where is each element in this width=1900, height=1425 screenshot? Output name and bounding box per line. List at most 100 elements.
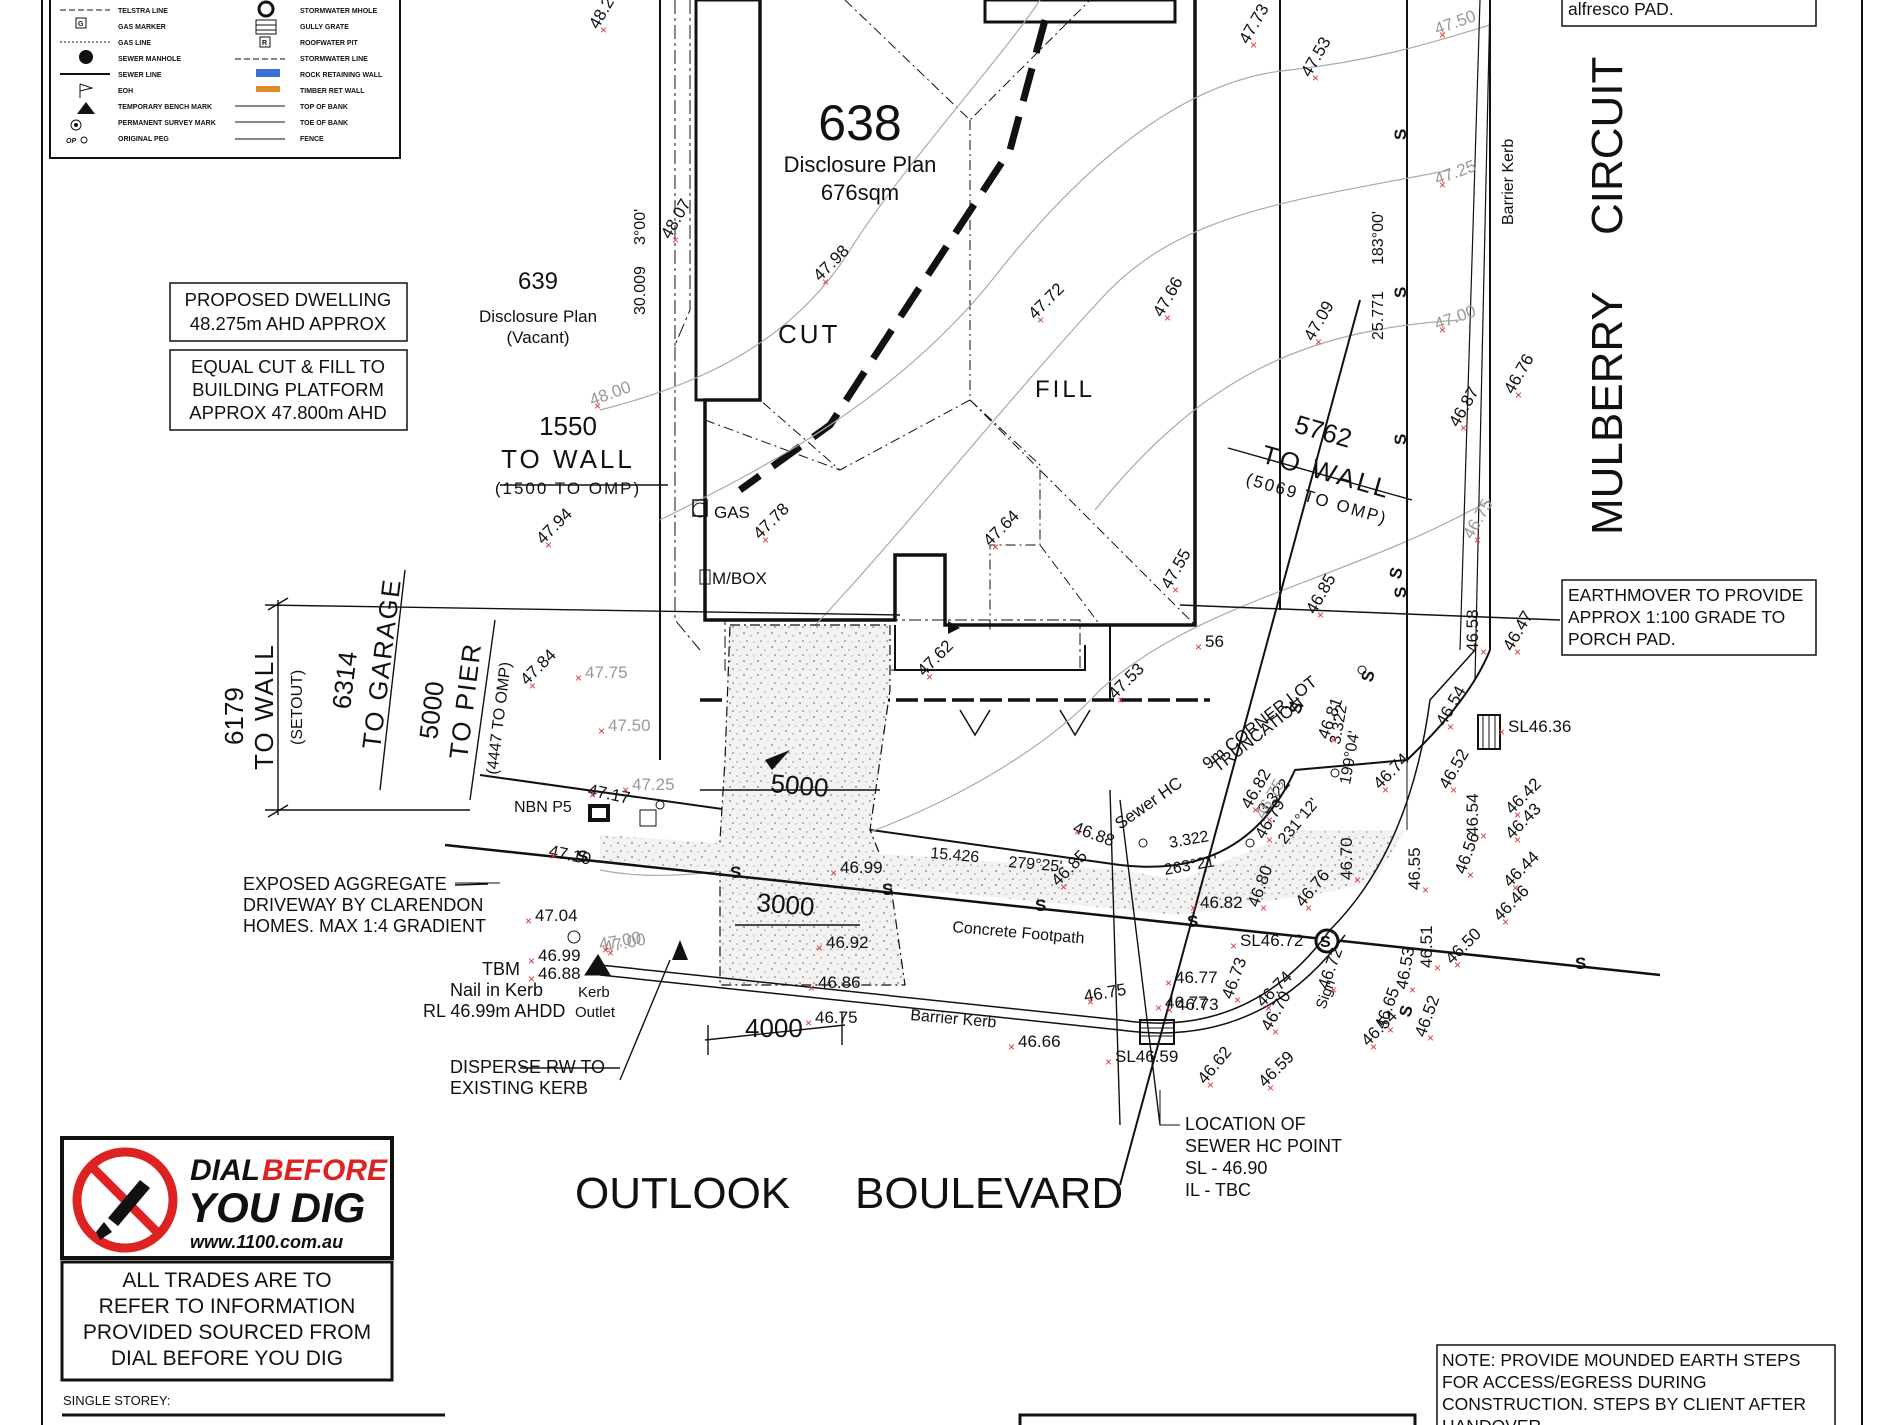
street-mulberry: MULBERRY [1583, 291, 1632, 535]
spot-level: 46.74× [1369, 749, 1413, 797]
svg-text:×: × [528, 954, 535, 968]
svg-text:5000: 5000 [413, 680, 450, 741]
legend-label: FENCE [300, 136, 324, 143]
kerb-outlet-label: Kerb [578, 984, 610, 1001]
svg-text:×: × [1266, 813, 1273, 827]
svg-text:47.75: 47.75 [585, 663, 628, 682]
svg-text:×: × [1074, 825, 1081, 839]
svg-text:47.25: 47.25 [632, 775, 675, 794]
spot-level: 46.88× [1071, 818, 1117, 850]
svg-text:46.75: 46.75 [815, 1008, 858, 1027]
svg-text:1550: 1550 [539, 411, 597, 441]
dimension-lines [264, 447, 1413, 1126]
street-circuit: CIRCUIT [1583, 57, 1632, 235]
svg-text:×: × [1439, 178, 1446, 192]
lot-area-638: 676sqm [821, 180, 899, 205]
spot-level: 46.92× [816, 933, 869, 955]
svg-text:46.66: 46.66 [1018, 1032, 1061, 1051]
svg-text:×: × [672, 233, 679, 247]
sewer-marker: S [1391, 434, 1410, 445]
fill-label: FILL [1035, 376, 1095, 403]
svg-text:48.275m AHD APPROX: 48.275m AHD APPROX [190, 313, 386, 334]
dimension-4000: 4000 [745, 1013, 803, 1043]
svg-text:×: × [1250, 38, 1257, 52]
svg-text:×: × [1387, 1023, 1394, 1037]
svg-text:46.88: 46.88 [538, 964, 581, 983]
svg-text:×: × [1252, 803, 1259, 817]
svg-text:×: × [1166, 1003, 1173, 1017]
spot-level: 48.07× [657, 196, 695, 247]
svg-text:×: × [525, 914, 532, 928]
spot-level: 46.75× [805, 1008, 858, 1030]
svg-text:×: × [1514, 833, 1521, 847]
spot-level: 47.50× [598, 716, 651, 738]
dimension-6179: 6179 TO WALL (SETOUT) [219, 643, 306, 770]
svg-text:×: × [1164, 311, 1171, 325]
svg-text:HANDOVER.: HANDOVER. [1442, 1416, 1546, 1425]
spot-level: 46.50× [1441, 924, 1485, 972]
svg-text:×: × [805, 1016, 812, 1030]
svg-text:47.72: 47.72 [1024, 279, 1068, 323]
svg-text:×: × [1370, 1040, 1377, 1054]
svg-text:6179: 6179 [219, 687, 249, 745]
svg-text:×: × [1439, 323, 1446, 337]
svg-text:5762: 5762 [1291, 409, 1355, 454]
spot-level: 46.62× [1194, 1043, 1236, 1092]
svg-text:SL - 46.90: SL - 46.90 [1185, 1158, 1267, 1178]
svg-text:NOTE: PROVIDE MOUNDED EARTH ST: NOTE: PROVIDE MOUNDED EARTH STEPS [1442, 1350, 1800, 1370]
legend-label: STORMWATER LINE [300, 56, 368, 63]
svg-text:47.04: 47.04 [535, 906, 578, 925]
svg-text:×: × [1515, 388, 1522, 402]
spot-level: 46.85× [1302, 571, 1340, 622]
svg-text:DISPERSE RW TO: DISPERSE RW TO [450, 1057, 605, 1077]
spot-level: 46.73× [1218, 955, 1250, 1007]
svg-text:×: × [1105, 1055, 1112, 1069]
spot-level: 46.59× [1254, 1047, 1298, 1095]
svg-text:279°25': 279°25' [1008, 854, 1063, 876]
svg-text:25.771: 25.771 [1370, 291, 1387, 340]
svg-text:BEFORE: BEFORE [262, 1154, 388, 1187]
kerb [599, 0, 1561, 1034]
svg-text:183°00': 183°00' [1370, 211, 1387, 265]
spot-level: 46.77× [1165, 968, 1218, 990]
sewer-marker: S [1391, 287, 1410, 298]
spot-level: 47.75× [575, 663, 628, 685]
spot-level: 46.54× [1432, 683, 1470, 734]
svg-text:×: × [1474, 533, 1481, 547]
spot-level: 46.86× [808, 973, 861, 995]
svg-text:×: × [1447, 720, 1454, 734]
svg-text:×: × [1439, 28, 1446, 42]
spot-level: 46.75× [1082, 980, 1127, 1009]
svg-text:47.78: 47.78 [749, 499, 793, 543]
svg-text:46.55: 46.55 [1405, 847, 1424, 890]
sewer-marker: S [730, 863, 741, 882]
svg-text:RL 46.99m AHDD: RL 46.99m AHDD [423, 1001, 565, 1021]
svg-text:YOU DIG: YOU DIG [188, 1184, 365, 1231]
dimension-5000: 5000 [769, 768, 829, 803]
svg-text:46.92: 46.92 [826, 933, 869, 952]
spot-level: 46.58× [1463, 609, 1487, 659]
svg-text:EXPOSED AGGREGATE: EXPOSED AGGREGATE [243, 874, 447, 894]
sewer-manhole-icon [1314, 928, 1340, 954]
svg-text:30.009: 30.009 [632, 266, 649, 315]
svg-text:×: × [607, 946, 614, 960]
neighbour-building [674, 0, 762, 651]
sewer-point-note: LOCATION OF SEWER HC POINT SL - 46.90 IL… [1159, 1090, 1342, 1200]
svg-text:×: × [1207, 1078, 1214, 1092]
svg-text:×: × [1172, 583, 1179, 597]
dimension-5762: 5762 TO WALL (5069 TO OMP) [1244, 409, 1395, 528]
svg-text:47.98: 47.98 [809, 241, 853, 285]
svg-text:×: × [589, 788, 596, 802]
svg-text:DIAL: DIAL [190, 1154, 260, 1187]
svg-text:6314: 6314 [326, 650, 363, 711]
svg-text:×: × [1195, 640, 1202, 654]
spot-level: 46.54× [1357, 1006, 1401, 1054]
spot-level: 46.46× [1489, 881, 1533, 929]
sewer-marker: S [1396, 1003, 1417, 1019]
svg-text:IL - TBC: IL - TBC [1185, 1180, 1251, 1200]
barrier-kerb-label: Barrier Kerb [910, 1007, 998, 1031]
svg-text:47.94: 47.94 [532, 504, 576, 548]
svg-text:TO PIER: TO PIER [443, 640, 487, 760]
svg-text:TO WALL: TO WALL [249, 643, 279, 770]
